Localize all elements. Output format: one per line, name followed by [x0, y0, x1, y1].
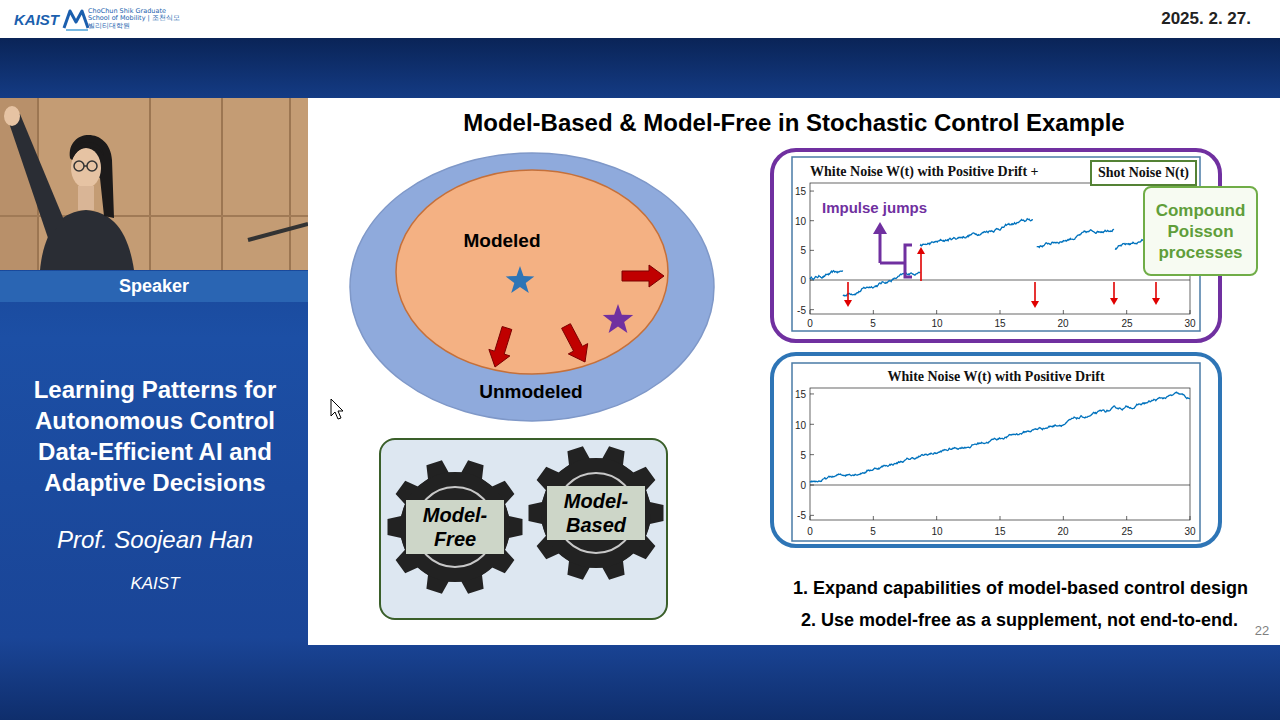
mouse-cursor: [330, 398, 346, 422]
axis-tick: 10: [931, 318, 942, 329]
slide-title: Model-Based & Model-Free in Stochastic C…: [463, 109, 1124, 137]
unmodeled-region: Unmodeled Modeled: [349, 152, 715, 422]
speaker-video: [0, 98, 308, 270]
axis-tick: 5: [800, 450, 806, 461]
axis-tick: 30: [1184, 318, 1195, 329]
axis-tick: 15: [795, 389, 806, 400]
callout-label: Impulse jumps: [822, 199, 927, 216]
axis-tick: 10: [931, 526, 942, 537]
gear-label: Model-Free: [406, 500, 504, 554]
axis-tick: 20: [1057, 318, 1068, 329]
speaker-name: Prof. Soojean Han: [57, 526, 253, 554]
box-label: Compound Poisson processes: [1150, 200, 1251, 263]
axis-tick: 25: [1121, 318, 1132, 329]
page-number: 22: [1255, 623, 1269, 638]
axis-tick: -5: [797, 305, 806, 316]
logo-text: KAIST: [14, 11, 59, 28]
axis-tick: 15: [795, 186, 806, 197]
axis-tick: 0: [800, 480, 806, 491]
gear-label: Model-Based: [547, 486, 645, 540]
axis-tick: 20: [1057, 526, 1068, 537]
axis-tick: 15: [994, 526, 1005, 537]
region-label: Modeled: [463, 230, 540, 252]
compound-poisson-box: Compound Poisson processes: [1143, 186, 1258, 276]
logo-icon: [62, 8, 92, 32]
axis-tick: 5: [870, 526, 876, 537]
date: 2025. 2. 27.: [1161, 9, 1251, 29]
bullet-point: 2. Use model-free as a supplement, not e…: [801, 610, 1238, 631]
shot-noise-box: Shot Noise N(t): [1090, 160, 1197, 186]
plot-panel: White Noise W(t) with Positive Drift: [770, 352, 1222, 548]
gear: Model-Based: [526, 443, 666, 583]
lecture-title: Learning Patterns for Autonomous Control…: [5, 374, 305, 498]
axis-tick: 15: [994, 318, 1005, 329]
axis-tick: 0: [807, 526, 813, 537]
axis-tick: 5: [800, 245, 806, 256]
axis-tick: 0: [807, 318, 813, 329]
axis-tick: 10: [795, 420, 806, 431]
axis-tick: 10: [795, 216, 806, 227]
gear: Model-Free: [385, 457, 525, 597]
school-name: ChoChun Shik Graduate School of Mobility…: [88, 8, 184, 30]
axis-tick: 30: [1184, 526, 1195, 537]
affiliation: KAIST: [130, 574, 179, 594]
axis-tick: 25: [1121, 526, 1132, 537]
plot-title: White Noise W(t) with Positive Drift +: [810, 164, 1039, 180]
axis-tick: 0: [800, 275, 806, 286]
region-outline: [395, 169, 669, 375]
bullet-point: 1. Expand capabilities of model-based co…: [793, 578, 1248, 599]
speaker-label: Speaker: [0, 271, 308, 302]
node-text: Speaker: [119, 276, 189, 297]
region-label: Unmodeled: [479, 381, 582, 403]
plot-title: White Noise W(t) with Positive Drift: [887, 369, 1104, 385]
axis-tick: -5: [797, 510, 806, 521]
axis-tick: 5: [870, 318, 876, 329]
box-label: Shot Noise N(t): [1098, 165, 1189, 181]
modeled-region: Modeled: [395, 169, 669, 375]
